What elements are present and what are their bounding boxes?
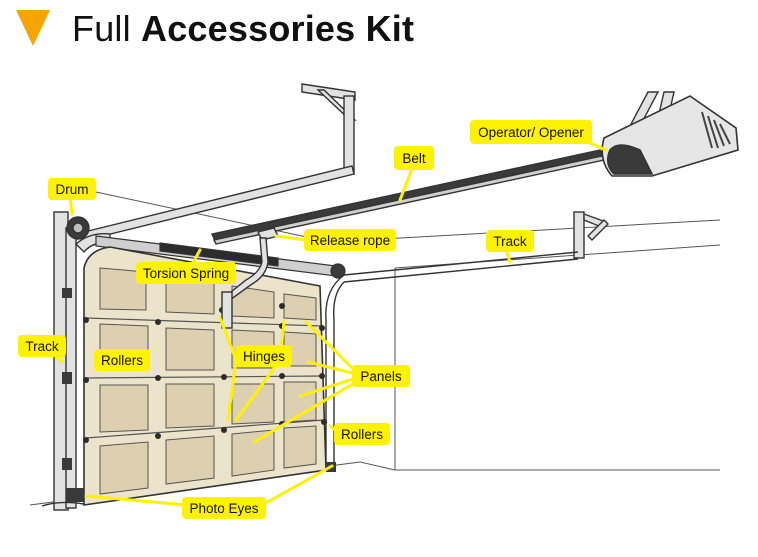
label-belt: Belt (394, 146, 434, 170)
right-track (325, 251, 579, 468)
label-photo-eyes-text: Photo Eyes (189, 501, 258, 516)
label-rollers-left-text: Rollers (101, 353, 143, 368)
page-title: Full Accessories Kit (72, 6, 414, 52)
label-rollers-left: Rollers (94, 349, 150, 371)
page-title-bold: Accessories Kit (141, 8, 415, 49)
label-belt-text: Belt (402, 151, 426, 166)
garage-door (62, 246, 336, 506)
door-panels (99, 267, 317, 495)
label-operator-opener: Operator/ Opener (470, 120, 592, 144)
release-rope (221, 227, 280, 329)
label-release-rope-text: Release rope (310, 233, 390, 248)
label-rollers-right: Rollers (334, 423, 390, 445)
label-panels: Panels (352, 365, 410, 387)
torsion-spring (95, 235, 346, 279)
label-rollers-right-text: Rollers (341, 427, 383, 442)
operator-opener-unit (601, 95, 739, 177)
ceiling-bracket-left (301, 83, 357, 175)
page-title-light: Full (72, 8, 131, 49)
ceiling-bracket-right (573, 211, 609, 259)
label-release-rope: Release rope (304, 229, 396, 251)
label-torsion-spring-text: Torsion Spring (143, 266, 229, 281)
label-photo-eyes: Photo Eyes (182, 497, 266, 519)
label-track-left-text: Track (25, 339, 58, 354)
label-hinges-text: Hinges (243, 349, 285, 364)
label-operator-opener-text: Operator/ Opener (478, 125, 584, 140)
label-panels-text: Panels (360, 369, 402, 384)
label-drum: Drum (48, 178, 96, 200)
triangle-down-icon (16, 10, 50, 46)
drum (66, 216, 90, 240)
label-torsion-spring: Torsion Spring (136, 262, 236, 284)
header: Full Accessories Kit (0, 0, 758, 60)
label-track-right: Track (486, 230, 534, 252)
label-drum-text: Drum (56, 182, 89, 197)
label-hinges: Hinges (236, 345, 292, 367)
photo-eye-cable (41, 501, 85, 507)
label-track-left: Track (18, 335, 66, 357)
label-track-right-text: Track (493, 234, 526, 249)
